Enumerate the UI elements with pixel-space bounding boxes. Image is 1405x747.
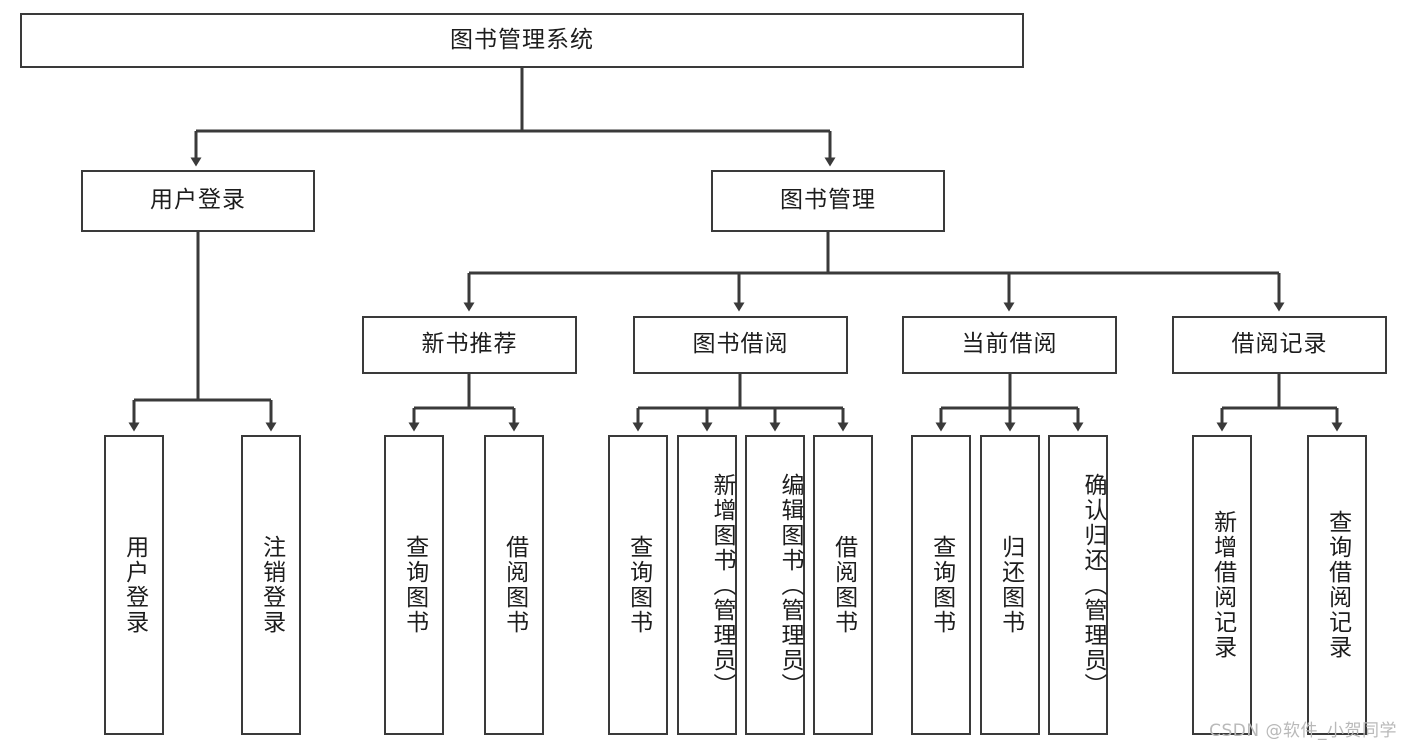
- node-leaf-query-book-2-label: 查询图书: [625, 535, 652, 635]
- node-leaf-confirm-return-label: 确认归还（管理员）: [1080, 472, 1106, 698]
- node-borrow-record[interactable]: 借阅记录: [1172, 316, 1387, 374]
- node-new-book-recommend-label: 新书推荐: [421, 331, 518, 358]
- node-leaf-query-book-1-label: 查询图书: [401, 535, 428, 635]
- node-leaf-query-book-1[interactable]: 查询图书: [384, 435, 444, 735]
- node-user-login[interactable]: 用户登录: [81, 170, 315, 232]
- node-leaf-borrow-book-2[interactable]: 借阅图书: [813, 435, 873, 735]
- node-leaf-user-login[interactable]: 用户登录: [104, 435, 164, 735]
- node-current-borrow[interactable]: 当前借阅: [902, 316, 1117, 374]
- node-leaf-confirm-return[interactable]: 确认归还（管理员）: [1048, 435, 1108, 735]
- node-leaf-add-book[interactable]: 新增图书（管理员）: [677, 435, 737, 735]
- node-book-borrow-label: 图书借阅: [692, 331, 789, 358]
- node-leaf-logout-label: 注销登录: [258, 535, 285, 635]
- node-book-manage[interactable]: 图书管理: [711, 170, 945, 232]
- node-leaf-add-book-label: 新增图书（管理员）: [709, 472, 735, 698]
- node-user-login-label: 用户登录: [150, 187, 246, 214]
- node-leaf-return-book-label: 归还图书: [997, 535, 1024, 635]
- node-book-borrow[interactable]: 图书借阅: [633, 316, 848, 374]
- node-leaf-query-record-label: 查询借阅记录: [1324, 510, 1351, 660]
- node-root[interactable]: 图书管理系统: [20, 13, 1024, 68]
- node-leaf-return-book[interactable]: 归还图书: [980, 435, 1040, 735]
- node-new-book-recommend[interactable]: 新书推荐: [362, 316, 577, 374]
- node-leaf-add-record-label: 新增借阅记录: [1209, 510, 1236, 660]
- node-leaf-borrow-book-2-label: 借阅图书: [830, 535, 857, 635]
- node-current-borrow-label: 当前借阅: [961, 331, 1058, 358]
- node-leaf-query-book-3-label: 查询图书: [928, 535, 955, 635]
- node-leaf-user-login-label: 用户登录: [121, 535, 148, 635]
- node-leaf-borrow-book-1[interactable]: 借阅图书: [484, 435, 544, 735]
- node-leaf-add-record[interactable]: 新增借阅记录: [1192, 435, 1252, 735]
- node-leaf-query-book-3[interactable]: 查询图书: [911, 435, 971, 735]
- node-leaf-query-record[interactable]: 查询借阅记录: [1307, 435, 1367, 735]
- node-leaf-edit-book[interactable]: 编辑图书（管理员）: [745, 435, 805, 735]
- node-borrow-record-label: 借阅记录: [1231, 331, 1328, 358]
- node-leaf-borrow-book-1-label: 借阅图书: [501, 535, 528, 635]
- node-leaf-logout[interactable]: 注销登录: [241, 435, 301, 735]
- node-root-label: 图书管理系统: [450, 26, 594, 53]
- node-leaf-query-book-2[interactable]: 查询图书: [608, 435, 668, 735]
- node-leaf-edit-book-label: 编辑图书（管理员）: [777, 472, 803, 698]
- node-book-manage-label: 图书管理: [780, 187, 876, 214]
